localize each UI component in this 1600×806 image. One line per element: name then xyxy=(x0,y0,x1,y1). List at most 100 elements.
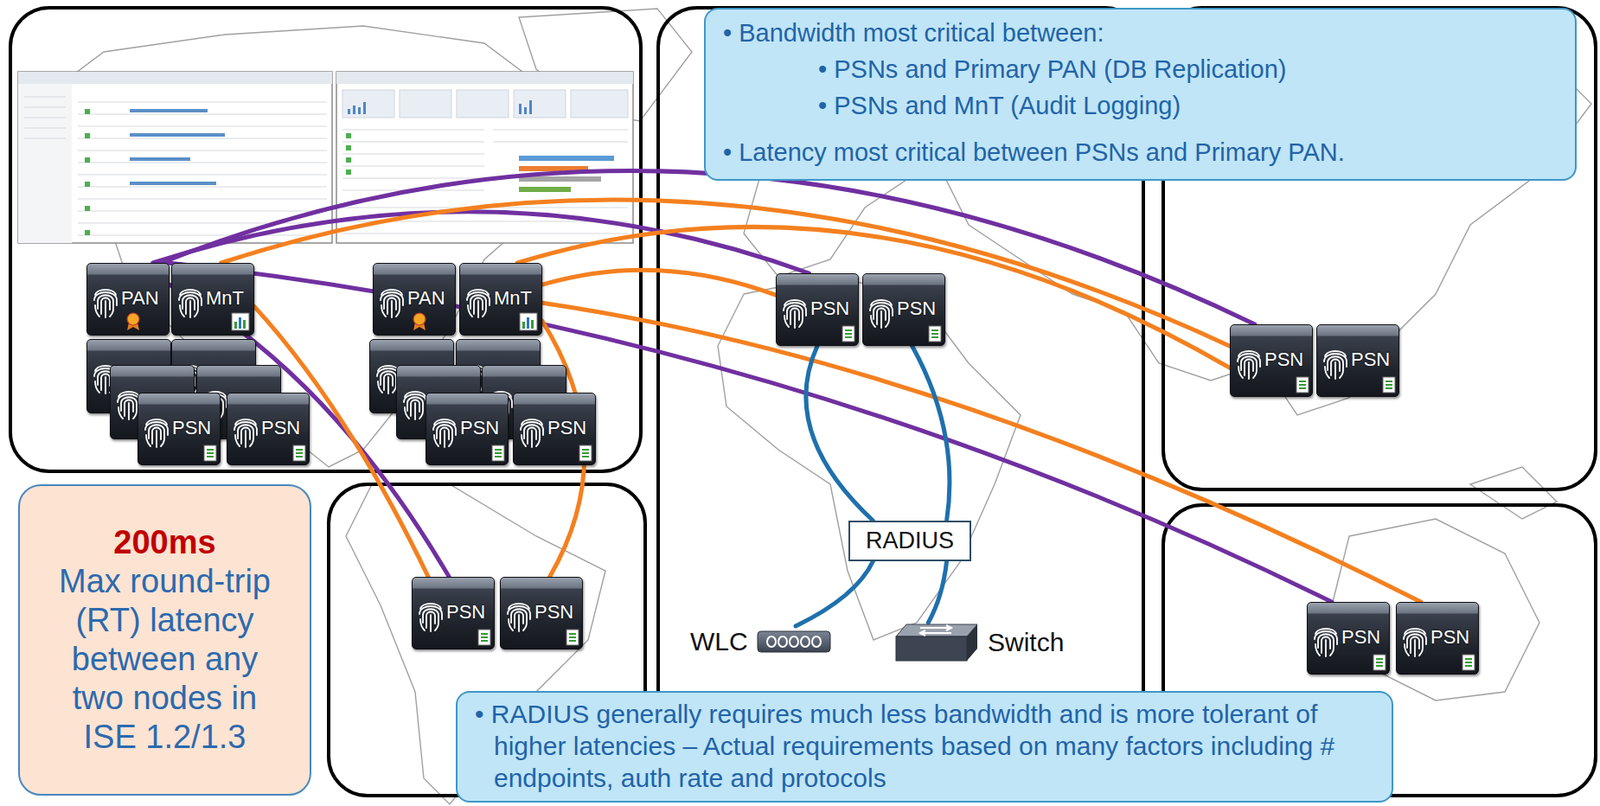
map-shape xyxy=(403,391,427,420)
appliance-label: PSN xyxy=(446,601,486,624)
map-shape xyxy=(1299,381,1306,389)
map-shape xyxy=(931,330,939,338)
map-shape xyxy=(842,326,855,342)
map-shape xyxy=(363,102,366,115)
map-shape xyxy=(518,186,571,192)
appliance-node: PAN xyxy=(86,262,170,336)
map-shape xyxy=(529,100,532,115)
map-shape xyxy=(18,71,333,244)
map-shape xyxy=(128,403,130,420)
appliance-label: PSN xyxy=(534,601,574,624)
map-shape xyxy=(1403,628,1427,657)
appliance-label: PSN xyxy=(1350,348,1390,372)
appliance-label: PSN xyxy=(172,416,212,440)
map-shape xyxy=(443,430,446,448)
map-shape xyxy=(84,230,90,236)
appliance-node: PSN xyxy=(499,576,583,650)
map-shape xyxy=(522,321,525,329)
map-shape xyxy=(477,300,480,318)
map-shape xyxy=(407,396,423,419)
map-shape xyxy=(84,108,90,115)
map-shape xyxy=(582,449,589,457)
map-shape xyxy=(381,305,386,317)
psn-badge xyxy=(565,628,580,647)
map-shape xyxy=(345,145,352,151)
map-shape xyxy=(129,157,191,161)
link-line xyxy=(806,345,874,521)
map-shape xyxy=(783,300,807,328)
map-shape xyxy=(347,108,351,115)
map-shape xyxy=(928,326,941,342)
protocol-box: RADIUS xyxy=(848,520,972,562)
callout-box: • RADIUS generally requires much less ba… xyxy=(455,691,1394,803)
psn-badge xyxy=(1295,376,1310,394)
wlc-device: WLC xyxy=(690,626,832,658)
map-shape xyxy=(84,133,90,139)
map-shape xyxy=(347,100,532,115)
psn-badge xyxy=(1372,653,1387,672)
node-text: • PSNs and MnT (Audit Logging) xyxy=(818,87,1558,124)
map-shape xyxy=(433,419,456,448)
map-shape xyxy=(179,289,202,318)
map-shape xyxy=(896,636,967,661)
map-shape xyxy=(104,300,107,318)
map-shape xyxy=(1315,644,1320,656)
appliance-node: PSN xyxy=(411,576,495,650)
map-shape xyxy=(566,629,579,646)
appliance-node: MnT xyxy=(171,262,255,336)
fingerprint-icon xyxy=(1312,621,1340,659)
map-shape xyxy=(429,614,432,632)
map-shape xyxy=(420,619,425,631)
dashboard-screenshot xyxy=(18,71,333,244)
map-shape xyxy=(1314,628,1338,657)
map-shape xyxy=(129,181,217,186)
map-shape xyxy=(84,205,90,212)
map-shape xyxy=(793,311,796,328)
pan-badge xyxy=(411,312,428,332)
appliance-node: PSN xyxy=(512,392,596,466)
map-shape xyxy=(1237,351,1261,379)
map-shape xyxy=(387,377,390,394)
map-shape xyxy=(478,629,491,646)
pan-badge xyxy=(125,312,141,332)
map-shape xyxy=(414,403,416,420)
map-shape xyxy=(24,96,327,236)
map-shape xyxy=(767,636,776,647)
map-shape xyxy=(95,305,100,317)
psn-badge xyxy=(928,325,942,343)
link-line xyxy=(928,561,947,623)
map-shape xyxy=(345,169,352,175)
map-shape xyxy=(422,608,439,631)
map-shape xyxy=(336,71,634,84)
map-shape xyxy=(182,294,199,317)
appliance-node: PSN xyxy=(862,273,946,346)
map-shape xyxy=(531,430,533,448)
map-shape xyxy=(95,381,100,393)
appliance-label: PSN xyxy=(896,297,936,320)
map-shape xyxy=(129,108,225,186)
map-shape xyxy=(358,107,361,115)
mnt-badge xyxy=(230,312,250,332)
link-line xyxy=(542,302,1421,602)
appliance-node: MnT xyxy=(459,262,543,336)
map-shape xyxy=(480,633,488,641)
map-shape xyxy=(1334,362,1337,379)
link-line xyxy=(542,269,776,295)
wlc-icon xyxy=(756,628,832,655)
map-shape xyxy=(1376,659,1383,666)
link-line xyxy=(517,226,1230,368)
map-shape xyxy=(145,419,168,448)
map-shape xyxy=(129,133,225,137)
appliance-node: PAN xyxy=(372,262,456,336)
switch-device: Switch xyxy=(894,622,1064,663)
map-shape xyxy=(1327,356,1344,378)
map-shape xyxy=(531,320,534,329)
region-outlines xyxy=(10,7,1596,796)
map-shape xyxy=(206,449,214,457)
map-shape xyxy=(800,636,810,647)
map-shape xyxy=(10,7,641,472)
map-shape xyxy=(1382,377,1396,393)
fingerprint-icon xyxy=(1235,344,1263,381)
psn-badge xyxy=(841,325,856,343)
map-shape xyxy=(399,89,452,118)
